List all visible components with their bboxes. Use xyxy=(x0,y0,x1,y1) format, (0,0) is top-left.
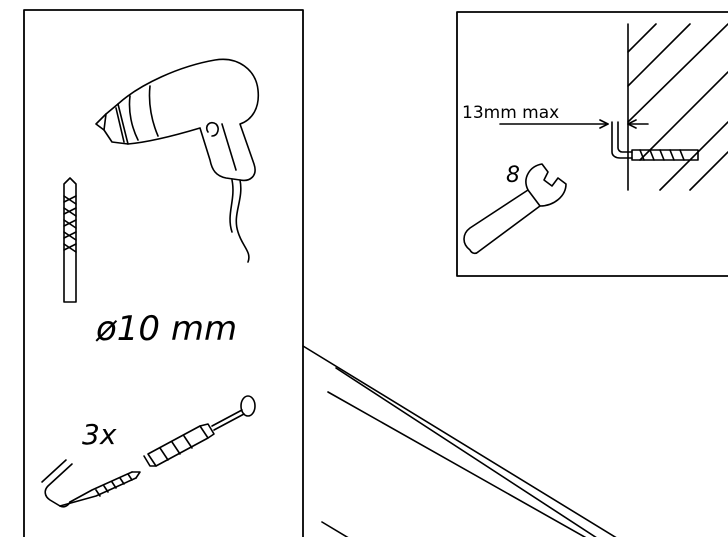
installed-hook-icon xyxy=(611,121,699,161)
wall-section xyxy=(627,23,728,191)
screw-hook-icon xyxy=(41,459,141,508)
wrench-icon xyxy=(463,163,567,255)
drill-icon xyxy=(95,58,260,263)
detail-panel-frame xyxy=(456,11,728,277)
tools-panel-frame xyxy=(23,9,304,541)
quantity-label: 3x xyxy=(82,418,117,451)
tools-panel: ø10 mm 3x xyxy=(23,9,304,541)
drill-bit-size-label: ø10 mm xyxy=(95,309,237,349)
wrench-size-label: 8 xyxy=(506,163,520,188)
max-offset-dimension xyxy=(499,119,649,129)
max-offset-label: 13mm max xyxy=(462,103,559,123)
drill-bit-icon xyxy=(63,177,77,303)
furniture-outline xyxy=(302,345,621,541)
wall-anchor-icon xyxy=(143,395,256,467)
detail-panel: 13mm max 8 xyxy=(456,11,728,277)
